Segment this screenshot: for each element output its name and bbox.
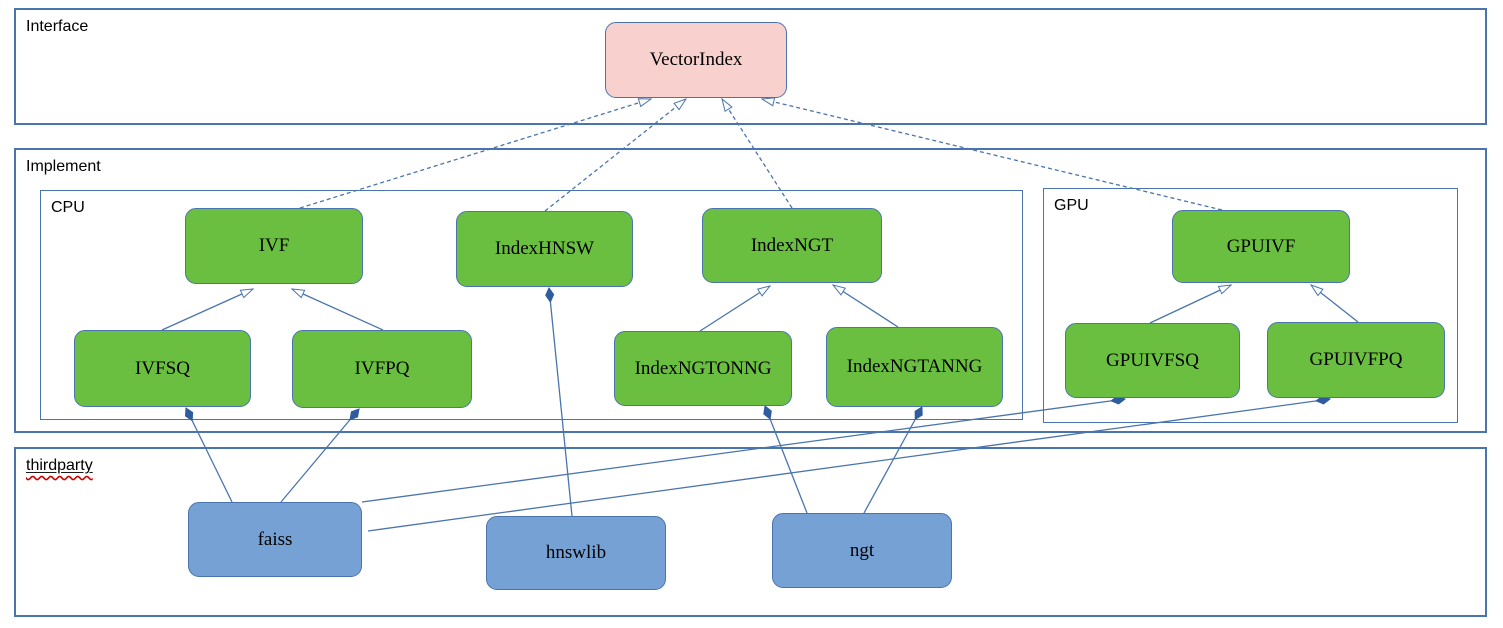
node-hnswlib[interactable]: hnswlib [486,516,666,590]
node-indexngtanng[interactable]: IndexNGTANNG [826,327,1003,407]
node-ivfsq[interactable]: IVFSQ [74,330,251,407]
node-ivfpq[interactable]: IVFPQ [292,330,472,408]
node-gpuivfpq-label: GPUIVFPQ [1309,349,1403,370]
node-ivfsq-label: IVFSQ [135,357,190,379]
node-indexhnsw[interactable]: IndexHNSW [456,211,633,287]
node-ngt[interactable]: ngt [772,513,952,588]
gpu-container-label: GPU [1054,197,1089,214]
node-indexhnsw-label: IndexHNSW [494,238,595,259]
node-gpuivfpq[interactable]: GPUIVFPQ [1267,322,1445,398]
thirdparty-spellcheck-squiggle: thirdparty [26,457,93,474]
node-faiss[interactable]: faiss [188,502,362,577]
thirdparty-container-label: thirdparty [26,457,93,475]
node-ngt-label: ngt [849,539,875,561]
node-faiss-label: faiss [257,528,293,550]
node-ivf[interactable]: IVF [185,208,363,284]
node-hnswlib-label: hnswlib [545,542,607,563]
node-vectorindex[interactable]: VectorIndex [605,22,787,98]
node-gpuivf[interactable]: GPUIVF [1172,210,1350,283]
node-indexngtonng[interactable]: IndexNGTONNG [614,331,792,406]
node-indexngt[interactable]: IndexNGT [702,208,882,283]
implement-container-label: Implement [26,158,101,175]
node-indexngtonng-label: IndexNGTONNG [634,357,772,379]
node-vectorindex-label: VectorIndex [649,49,743,70]
cpu-container-label: CPU [51,199,85,216]
node-ivfpq-label: IVFPQ [354,358,410,379]
node-indexngtanng-label: IndexNGTANNG [846,356,983,377]
node-gpuivfsq-label: GPUIVFSQ [1106,349,1199,371]
node-gpuivfsq[interactable]: GPUIVFSQ [1065,323,1240,398]
interface-container-label: Interface [26,18,89,35]
node-ivf-label: IVF [258,235,290,256]
node-indexngt-label: IndexNGT [750,234,834,256]
node-gpuivf-label: GPUIVF [1226,235,1296,257]
